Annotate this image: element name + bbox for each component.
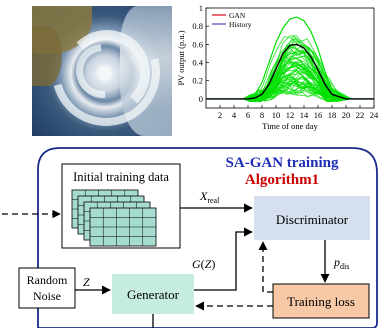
x-tick-label: 6 [246,110,250,120]
diagram-frame [37,147,378,328]
x-tick-label: 4 [232,110,237,120]
random-noise-box [18,267,76,309]
legend-gan-label: GAN [229,11,246,20]
y-tick-label: 0.6 [192,39,203,49]
x-tick-label: 18 [328,110,337,120]
diagram-title: SA-GAN training [226,155,339,171]
hurricane-satellite-image [32,6,172,136]
loss-to-discriminator-feedback-arrow [258,241,273,293]
discriminator-box [254,196,370,240]
gan-sample-line [206,58,374,102]
x-tick-label: 14 [300,110,309,120]
x-axis-label: Time of one day [262,121,318,131]
history-series-line [206,43,374,100]
legend-history-label: History [229,20,252,29]
x-tick-label: 22 [356,110,365,120]
random-noise-label-line1: Random [27,273,68,287]
discriminator-label: Discriminator [276,212,349,227]
random-noise-label-line2: Noise [33,289,61,303]
sa-gan-training-diagram: SA-GAN training Algorithm1 Initial train… [2,147,378,328]
x-tick-label: 8 [260,110,264,120]
generator-label: Generator [127,287,180,302]
training-loss-label: Training loss [287,294,355,309]
z-label: Z [83,275,90,289]
y-axis-label: PV output (p.u.) [176,30,186,85]
x-tick-label: 16 [314,110,323,120]
p-dis-label: pdis [333,255,349,271]
x-tick-label: 10 [272,110,281,120]
generator-box [112,274,194,314]
gz-label: G(Z) [192,257,215,271]
x-tick-label: 12 [286,110,295,120]
y-tick-label: 0.2 [192,76,203,86]
gz-arrow [194,227,253,291]
y-tick-label: 0.8 [192,21,203,31]
initial-training-data-label: Initial training data [73,170,169,184]
y-tick-label: 0.4 [192,58,203,68]
x-tick-label: 20 [342,110,351,120]
y-tick-label: 0 [199,94,203,104]
training-data-grid-icon [71,189,157,247]
x-real-label: Xreal [199,189,220,205]
y-tick-label: 1 [199,3,203,13]
training-loss-box [272,283,370,319]
gan-sample-line [206,44,372,100]
x-tick-label: 2 [218,110,222,120]
x-tick-label: 24 [370,110,379,120]
algorithm-label: Algorithm1 [245,172,319,188]
